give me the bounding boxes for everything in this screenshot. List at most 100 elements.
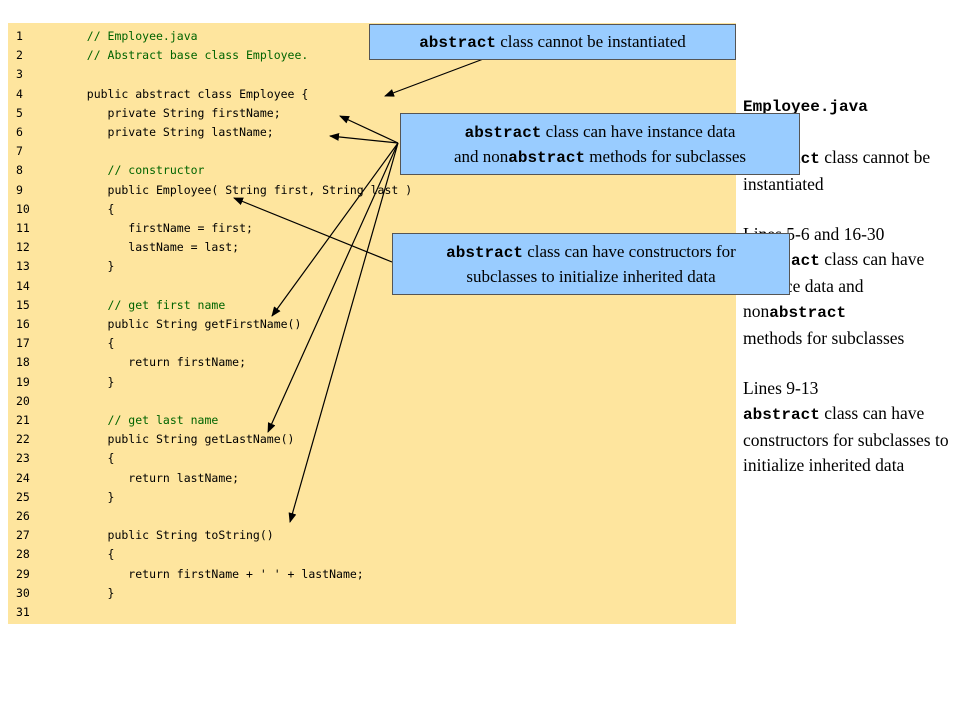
code-line: 28 { (8, 545, 736, 564)
code-line: 7 (8, 142, 736, 161)
callout-keyword: abstract (508, 149, 586, 167)
note-constructors: Lines 9-13 abstract class can have const… (743, 376, 953, 478)
line-number: 18 (16, 355, 30, 370)
line-number: 16 (16, 317, 30, 331)
file-name: Employee.java (743, 98, 868, 116)
code-line: 1 // Employee.java (8, 27, 736, 46)
code-text: public String getFirstName() (66, 317, 302, 331)
code-text: public String getLastName() (66, 432, 295, 447)
line-number: 10 (16, 201, 30, 216)
line-number: 25 (16, 489, 30, 504)
line-number: 9 (16, 182, 23, 197)
code-line: 23 { (8, 449, 736, 468)
line-number: 20 (16, 393, 30, 408)
code-line: 14 (8, 277, 736, 296)
code-text: return firstName + ' ' + lastName; (66, 566, 364, 581)
code-text: } (66, 259, 115, 274)
line-number: 11 (16, 221, 30, 235)
code-text: } (66, 374, 115, 389)
code-text: firstName = first; (66, 221, 253, 235)
code-comment: // get last name (66, 413, 219, 427)
note-text: methods for subclasses (743, 328, 905, 348)
line-number: 29 (16, 566, 30, 581)
code-text: return lastName; (66, 470, 240, 485)
line-number: 2 (16, 48, 23, 63)
line-number: 6 (16, 125, 23, 139)
code-line: 25 } (8, 488, 736, 507)
code-line: 18 return firstName; (8, 353, 736, 372)
code-text: { (66, 451, 115, 466)
note-text: class cannot be instantiated (743, 147, 931, 194)
code-comment: // constructor (66, 163, 205, 178)
callout-keyword: abstract (419, 34, 497, 52)
line-number: 13 (16, 259, 30, 274)
line-number: 19 (16, 374, 30, 389)
code-line: 19 } (8, 373, 736, 392)
line-number: 30 (16, 585, 30, 600)
code-line: 31 (8, 603, 736, 622)
callout-keyword: abstract (464, 124, 542, 142)
code-text: public Employee( String first, String la… (66, 182, 413, 197)
code-line: 21 // get last name (8, 411, 736, 430)
file-name-note: Employee.java (743, 93, 953, 120)
code-comment: // get first name (66, 297, 226, 312)
line-number: 14 (16, 278, 30, 293)
code-text: } (66, 585, 115, 600)
line-number: 31 (16, 605, 30, 619)
line-number: 15 (16, 297, 30, 312)
code-line: 30 } (8, 584, 736, 603)
code-line: 12 lastName = last; (8, 238, 736, 257)
code-text: private String firstName; (66, 105, 281, 120)
code-text: public String toString() (66, 528, 274, 543)
note-lines: Lines 9-13 (743, 378, 819, 398)
line-number: 27 (16, 528, 30, 543)
callout-constructors: abstract class can have constructors for… (392, 233, 790, 295)
code-text: { (66, 201, 115, 216)
code-comment: // Abstract base class Employee. (66, 48, 309, 63)
code-line: 17 { (8, 334, 736, 353)
code-text: public abstract class Employee { (66, 86, 309, 101)
note-text: class can have constructors for subclass… (743, 403, 949, 475)
note-keyword: abstract (743, 406, 820, 424)
line-number: 21 (16, 413, 30, 427)
line-number: 4 (16, 86, 23, 101)
line-number: 3 (16, 67, 23, 82)
code-text: private String lastName; (66, 125, 274, 139)
line-number: 8 (16, 163, 23, 178)
line-number: 22 (16, 432, 30, 447)
callout-keyword: abstract (446, 244, 523, 262)
callout-text: and non (453, 147, 509, 166)
line-number: 7 (16, 144, 23, 159)
code-line: 3 (8, 65, 736, 84)
code-line: 6 private String lastName; (8, 123, 736, 142)
line-number: 26 (16, 509, 30, 523)
line-number: 28 (16, 547, 30, 562)
code-line: 10 { (8, 200, 736, 219)
line-number: 23 (16, 451, 30, 466)
code-text: return firstName; (66, 355, 247, 370)
code-line: 20 (8, 392, 736, 411)
code-line: 4 public abstract class Employee { (8, 85, 736, 104)
line-number: 5 (16, 105, 23, 120)
code-text: lastName = last; (66, 240, 240, 255)
code-line: 29 return firstName + ' ' + lastName; (8, 565, 736, 584)
code-line: 2 // Abstract base class Employee. (8, 46, 736, 65)
code-line: 26 (8, 507, 736, 526)
code-line: 27 public String toString() (8, 526, 736, 545)
code-line: 9 public Employee( String first, String … (8, 181, 736, 200)
code-text: { (66, 547, 115, 562)
code-line: 22 public String getLastName() (8, 430, 736, 449)
code-line: 5 private String firstName; (8, 104, 736, 123)
line-number: 24 (16, 470, 30, 485)
callout-instance-data: abstract class can have instance data an… (400, 113, 800, 175)
code-line: 8 // constructor (8, 161, 736, 180)
line-number: 17 (16, 336, 30, 351)
callout-text: subclasses to initialize inherited data (466, 267, 716, 286)
code-line: 13 } (8, 257, 736, 276)
callout-text: class cannot be instantiated (496, 32, 686, 51)
note-keyword: abstract (769, 304, 847, 322)
code-text: { (66, 336, 115, 351)
code-comment: // Employee.java (66, 29, 198, 43)
line-number: 12 (16, 240, 30, 255)
code-text: } (66, 489, 115, 504)
